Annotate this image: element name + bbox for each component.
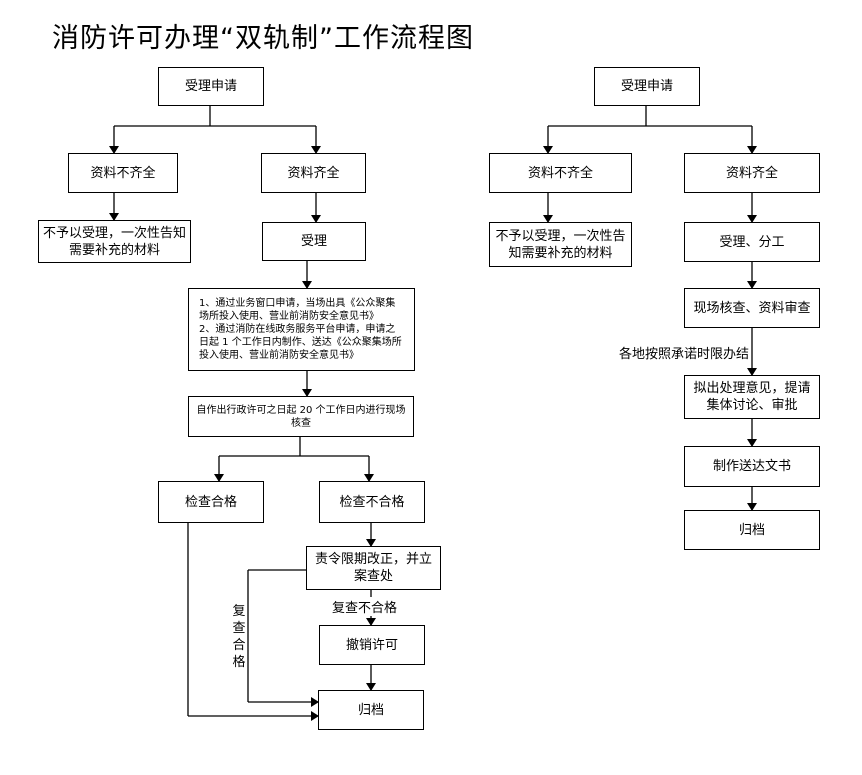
right-verify-box: 现场核查、资料审查: [684, 288, 820, 328]
right-incomplete-box: 资料不齐全: [489, 153, 632, 193]
left-recheck-pass-label: 复查合格: [232, 604, 246, 670]
left-accept-box: 受理申请: [158, 67, 264, 106]
left-channels-box: 1、通过业务窗口申请，当场出具《公众聚集场所投入使用、营业前消防安全意见书》 2…: [188, 288, 415, 371]
right-complete-box: 资料齐全: [684, 153, 820, 193]
left-inspect-box: 自作出行政许可之日起 20 个工作日内进行现场核查: [188, 396, 414, 437]
right-document-box: 制作送达文书: [684, 446, 820, 487]
right-deadline-note: 各地按照承诺时限办结: [619, 343, 750, 362]
page-title: 消防许可办理“双轨制”工作流程图: [52, 23, 474, 54]
left-reject-box: 不予以受理，一次性告知需要补充的材料: [38, 220, 191, 263]
right-process-box: 受理、分工: [684, 222, 820, 262]
right-opinion-box: 拟出处理意见，提请集体讨论、审批: [684, 375, 820, 419]
left-recheck-fail-label: 复查不合格: [332, 597, 398, 616]
left-fail-box: 检查不合格: [319, 481, 425, 523]
right-reject-box: 不予以受理，一次性告知需要补充的材料: [489, 222, 632, 267]
left-archive-box: 归档: [318, 690, 424, 730]
left-complete-box: 资料齐全: [261, 153, 366, 193]
left-rectify-box: 责令限期改正，并立案查处: [306, 546, 441, 590]
right-archive-box: 归档: [684, 510, 820, 550]
right-accept-box: 受理申请: [594, 67, 700, 106]
left-revoke-box: 撤销许可: [319, 625, 425, 665]
left-incomplete-box: 资料不齐全: [68, 153, 178, 193]
left-pass-box: 检查合格: [158, 481, 264, 523]
left-process-box: 受理: [262, 222, 366, 261]
